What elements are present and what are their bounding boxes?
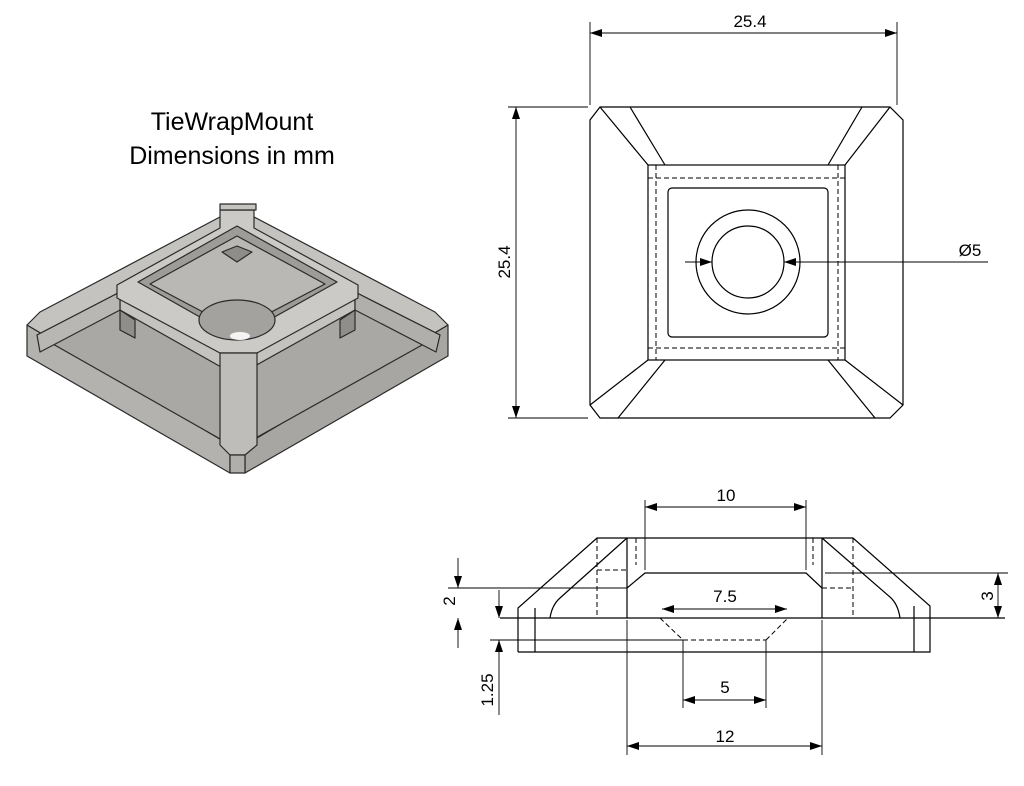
dim-recess-depth-label: 2 (440, 596, 459, 605)
drawing-title: TieWrapMount Dimensions in mm (129, 108, 335, 170)
dim-top-width-label: 25.4 (733, 12, 766, 31)
top-hole-circle (711, 225, 785, 299)
iso-back-block (221, 245, 253, 263)
title-part-name: TieWrapMount (151, 108, 314, 136)
isometric-view (26, 203, 449, 474)
top-boss-outline (647, 164, 846, 361)
dim-boss-width-label: 12 (716, 727, 735, 746)
iso-countersink (198, 299, 276, 341)
dim-recess-width-label: 10 (717, 486, 736, 505)
dim-top-height-label: 25.4 (495, 245, 514, 278)
dim-countersink-label: 7.5 (713, 587, 737, 606)
top-view: 25.4 25.4 Ø5 (495, 12, 988, 419)
top-outer-outline (589, 106, 904, 419)
iso-left-gusset (119, 309, 136, 339)
iso-front-pillar (219, 352, 258, 456)
dim-hole-label-side: 5 (720, 678, 729, 697)
top-recess-outline (667, 187, 829, 338)
iso-right-gusset (339, 309, 356, 339)
dim-height-label: 3 (978, 591, 997, 600)
iso-hole (230, 332, 250, 340)
dim-base-thickness-label: 1.25 (478, 673, 497, 706)
iso-front-corner (229, 454, 246, 474)
side-view: 10 7.5 5 12 3 2 1.25 (440, 486, 1008, 755)
dim-hole-label: Ø5 (959, 241, 982, 260)
title-units: Dimensions in mm (129, 142, 335, 170)
iso-back-corner (219, 203, 257, 211)
